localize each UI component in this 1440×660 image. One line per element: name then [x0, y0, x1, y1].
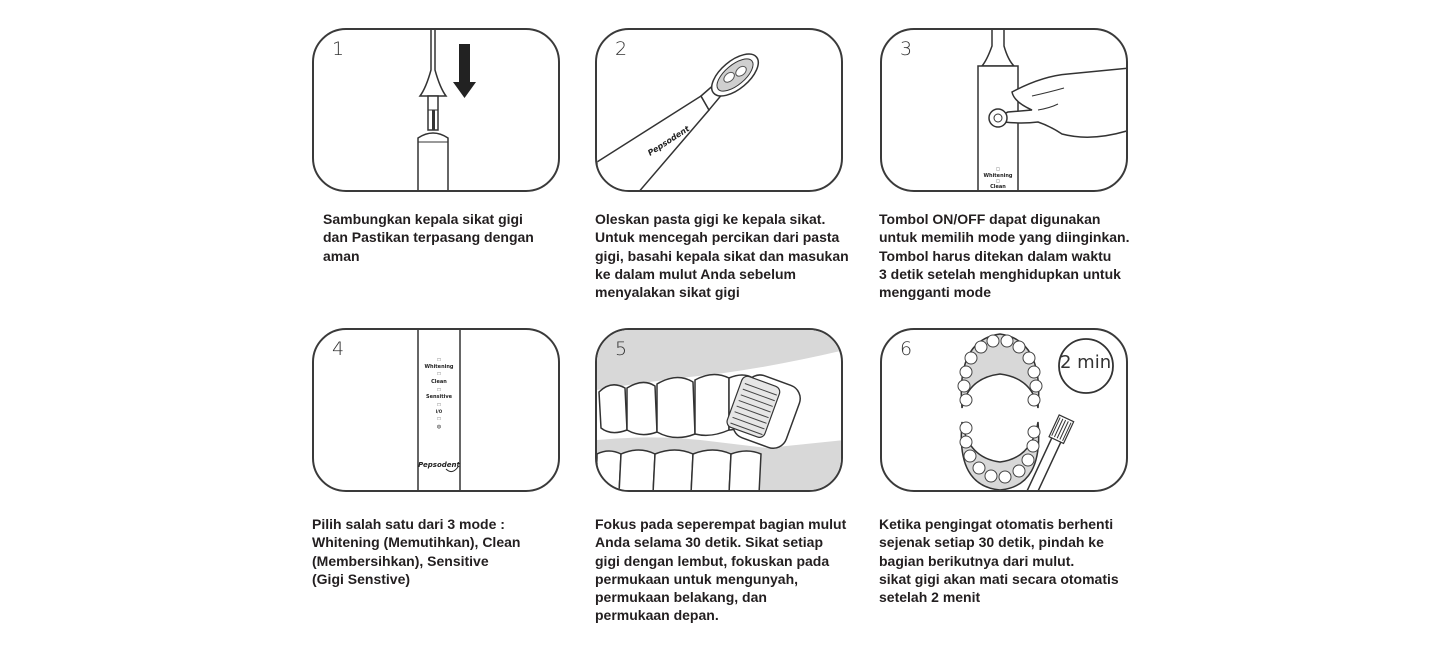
step-5-illustration: 5 [595, 328, 843, 492]
svg-text:I/O: I/O [436, 409, 443, 414]
svg-text:Clean: Clean [431, 379, 447, 385]
step-1-caption: Sambungkan kepala sikat gigi dan Pastika… [323, 211, 534, 264]
svg-text:Pepsodent: Pepsodent [418, 461, 460, 469]
svg-text:Whitening: Whitening [984, 173, 1013, 179]
svg-text:◍: ◍ [437, 424, 442, 430]
mode-selection-drawing: □ Whitening □ Clean □ Sensitive □ I/O □ … [417, 330, 461, 490]
svg-text:□: □ [437, 402, 440, 408]
svg-text:Sensitive: Sensitive [426, 394, 453, 400]
svg-text:Clean: Clean [990, 184, 1006, 190]
step-number: 4 [332, 338, 345, 360]
toothpaste-on-head-drawing: Pepsodent [597, 53, 760, 190]
down-arrow-icon [453, 44, 476, 98]
step-number: 6 [900, 338, 913, 360]
step-3-illustration: 3 □ Whitening □ Clean [880, 28, 1128, 192]
step-4-caption: Pilih salah satu dari 3 mode : Whitening… [312, 516, 521, 587]
step-6-caption: Ketika pengingat otomatis berhenti sejen… [879, 516, 1119, 606]
step-2-caption: Oleskan pasta gigi ke kepala sikat. Untu… [595, 211, 849, 301]
brushing-teeth-drawing [597, 330, 841, 490]
step-number: 1 [332, 38, 345, 60]
svg-text:□: □ [437, 371, 440, 377]
step-1-illustration: 1 [312, 28, 560, 192]
svg-text:□: □ [996, 166, 1000, 171]
power-button-icon [988, 108, 1008, 128]
step-number: 3 [900, 38, 913, 60]
press-power-button-drawing: □ Whitening □ Clean [977, 30, 1126, 190]
step-2-illustration: 2 Pepsodent [595, 28, 843, 192]
timer-label: 2 min [1060, 352, 1112, 373]
svg-text:□: □ [437, 416, 440, 422]
step-5-caption: Fokus pada seperempat bagian mulut Anda … [595, 516, 847, 624]
step-number: 5 [615, 338, 628, 360]
step-6-illustration: 6 2 min [880, 328, 1128, 492]
timer-icon [1058, 338, 1114, 394]
svg-text:□: □ [996, 178, 1000, 183]
brand-logo: Pepsodent [418, 461, 461, 473]
svg-text:□: □ [437, 387, 440, 393]
step-3-caption: Tombol ON/OFF dapat digunakan untuk memi… [879, 211, 1130, 301]
two-minute-timer-drawing [957, 333, 1114, 490]
step-number: 2 [615, 38, 628, 60]
svg-text:Whitening: Whitening [425, 364, 454, 370]
svg-text:□: □ [437, 357, 440, 363]
attach-brush-head-drawing [417, 30, 476, 190]
step-4-illustration: 4 □ Whitening □ Clean □ Sensitive □ I/O … [312, 328, 560, 492]
